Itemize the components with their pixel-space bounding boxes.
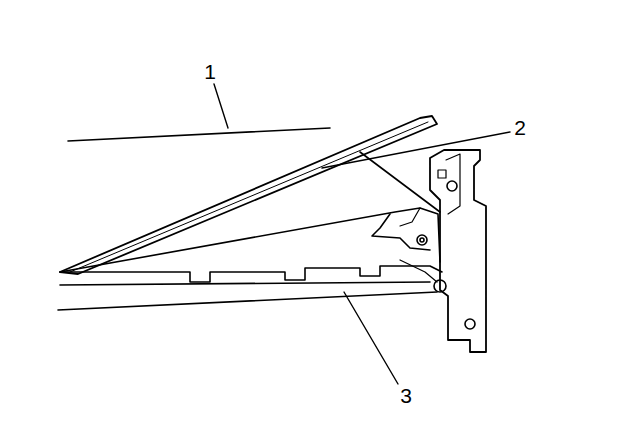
- leader-line: [322, 132, 510, 168]
- hinge-slot: [438, 170, 446, 178]
- hinge-bracket-fold: [446, 154, 460, 214]
- hinge-bracket: [430, 150, 486, 352]
- bolt: [420, 238, 424, 242]
- panel-cutouts: [60, 266, 442, 282]
- hinge-pivot: [434, 280, 446, 292]
- bolt: [447, 181, 457, 191]
- callout-number: 1: [202, 61, 218, 83]
- leader-line: [344, 292, 398, 384]
- hood-bottom-edge: [58, 292, 437, 310]
- callout-number: 2: [512, 117, 528, 139]
- callout-number: 3: [398, 385, 414, 407]
- hinge-link: [360, 152, 440, 212]
- weatherstrip-line: [70, 122, 428, 272]
- panel-detail: [400, 260, 437, 282]
- bolt: [465, 319, 475, 329]
- panel-lower: [60, 282, 430, 285]
- bolt: [417, 235, 427, 245]
- hood-edge: [68, 128, 330, 141]
- leader-line: [214, 84, 228, 128]
- panel-detail: [372, 214, 430, 250]
- weatherstrip: [60, 116, 437, 274]
- panel-detail: [400, 208, 420, 226]
- panel-edge: [60, 208, 440, 272]
